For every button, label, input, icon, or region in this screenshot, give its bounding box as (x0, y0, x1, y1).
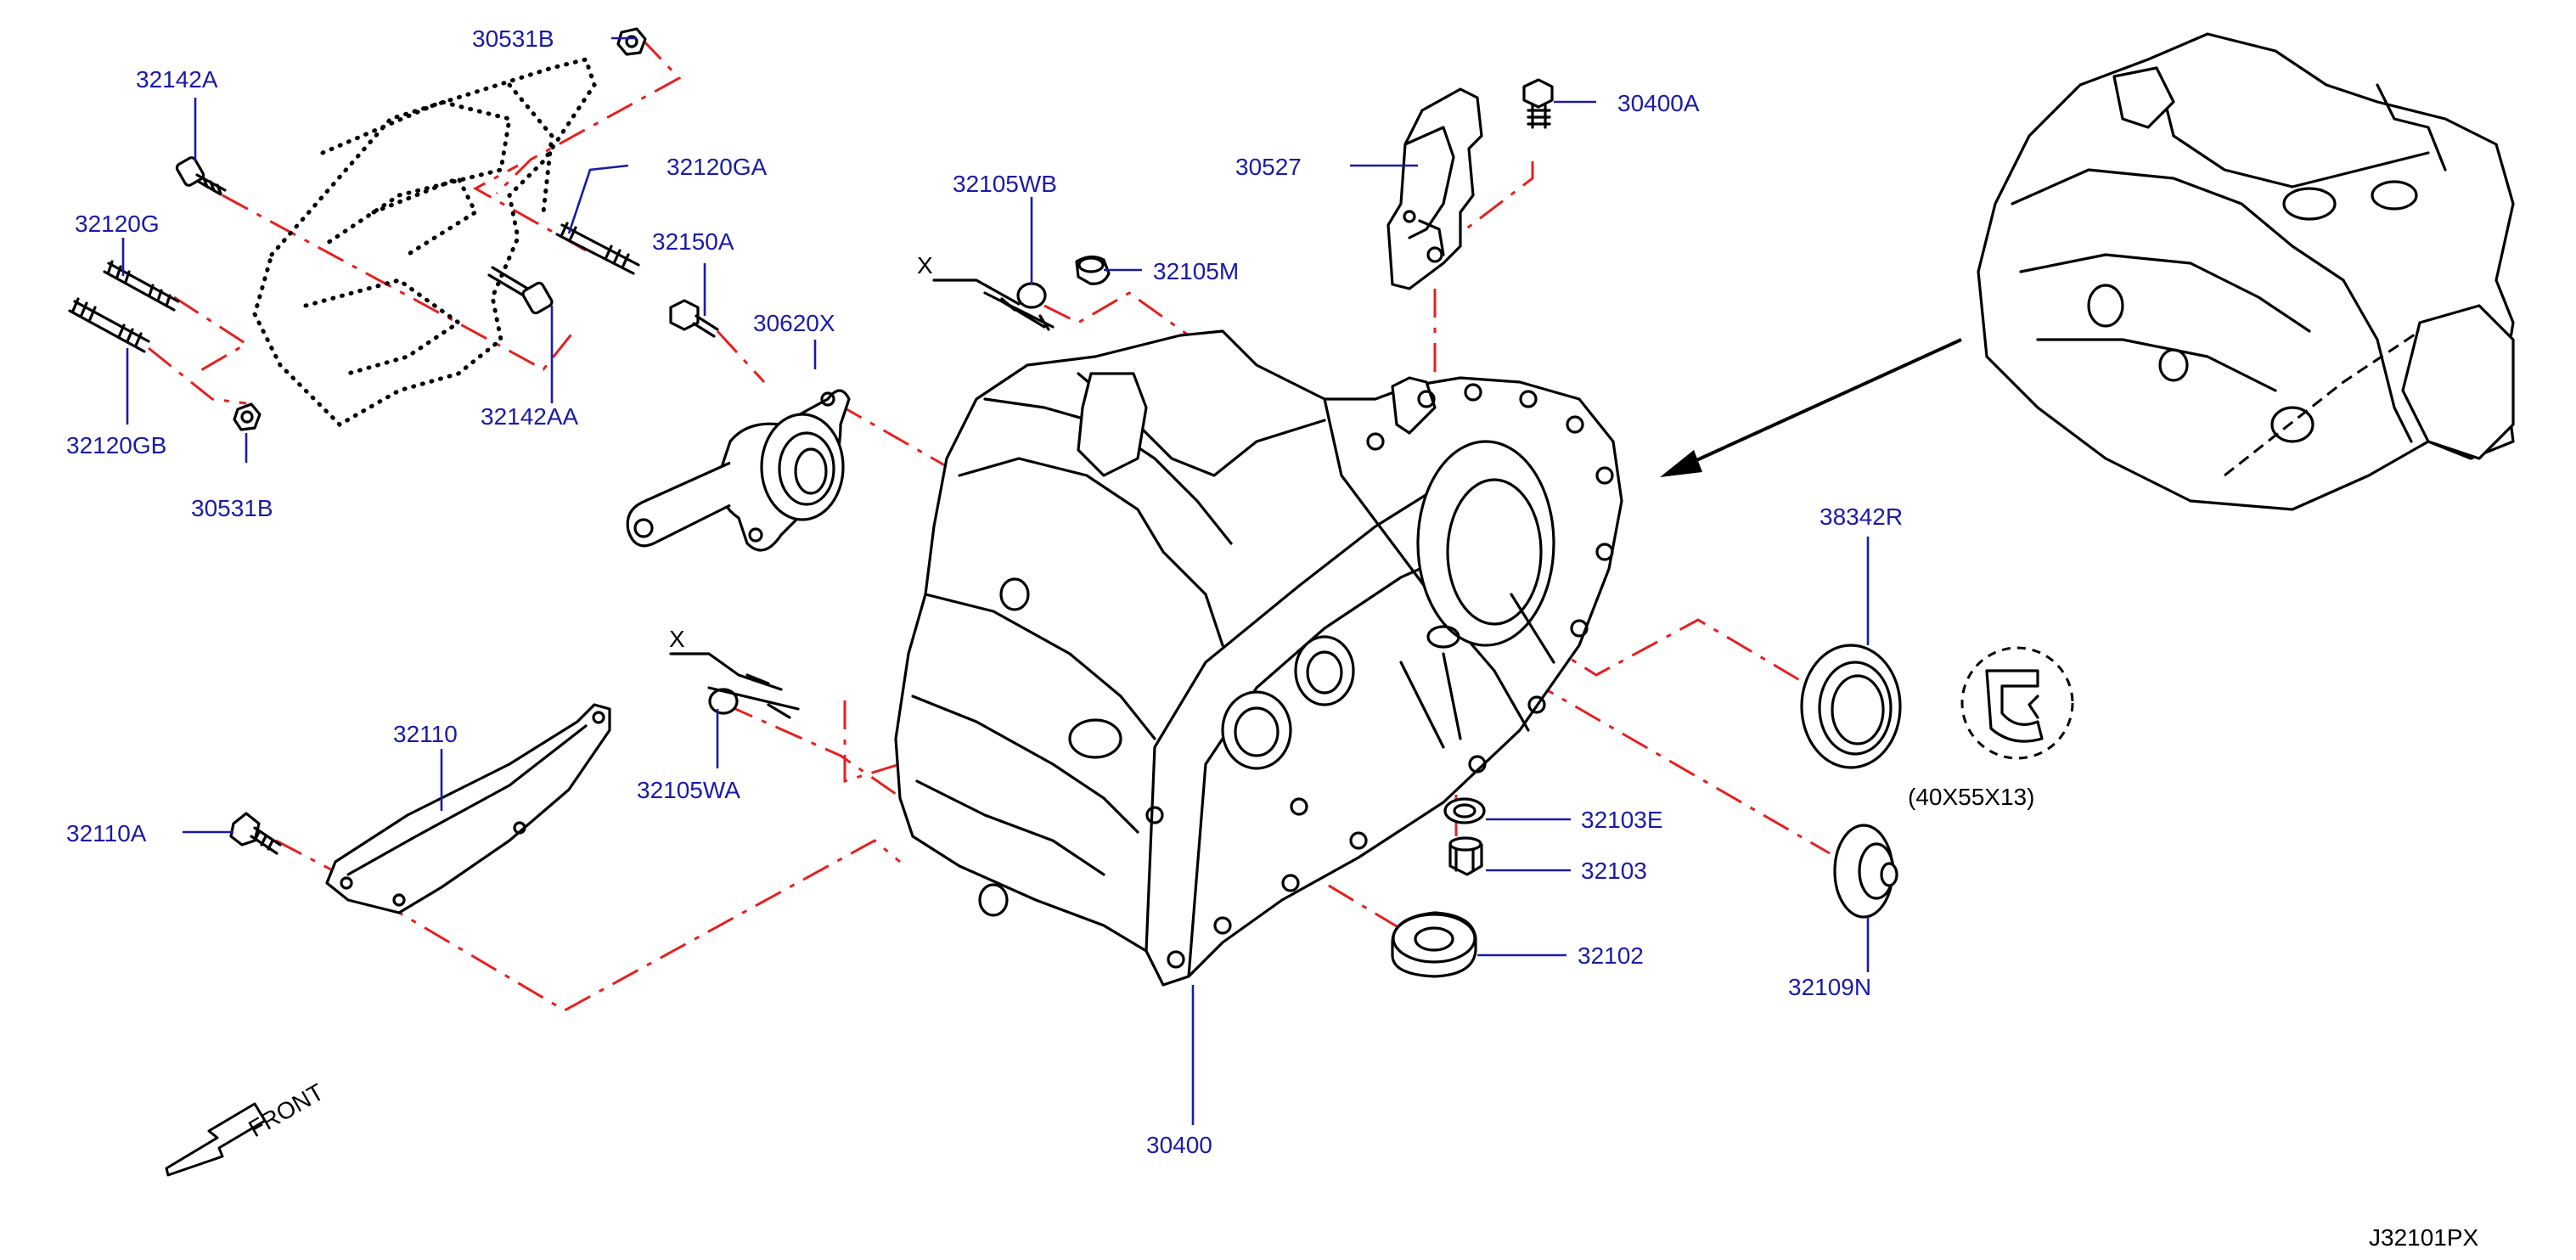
nut-30531B-bottom-art (233, 402, 262, 431)
front-direction-arrow: FRONT (165, 1078, 329, 1177)
label-30400A: 30400A (1617, 90, 1700, 116)
clutch-housing-30400-art (894, 329, 1623, 987)
bracket-30527-art (1386, 87, 1483, 290)
diagram-code: J32101PX (2369, 1224, 2479, 1251)
label-30400: 30400 (1146, 1132, 1212, 1158)
bolt-32142AA-art (487, 266, 554, 315)
label-30620X: 30620X (753, 310, 835, 336)
centerline-32110 (377, 839, 901, 1012)
centerline-32142A (222, 194, 579, 371)
seal-32102-art (1391, 911, 1477, 978)
label-38342R: 38342R (1820, 503, 1903, 530)
plug-32105M-art (1075, 255, 1111, 285)
label-32105M: 32105M (1153, 258, 1239, 284)
centerline-30531B-top (495, 37, 682, 195)
centerline-32105WB (1043, 291, 1190, 337)
label-leader-lines (121, 37, 1870, 1125)
cover-plate-32110-art (325, 703, 611, 914)
cap-32109N-art (1833, 824, 1898, 919)
washer-32103E-art (1443, 797, 1486, 824)
label-32105WA: 32105WA (637, 777, 740, 803)
bolt-32150A-art (669, 299, 719, 338)
plug-32105WA-art (669, 652, 800, 719)
label-32120G: 32120G (75, 211, 160, 237)
overview-pointer-arrow (1660, 338, 1962, 477)
centerline-32109N (1527, 678, 1831, 855)
centerline-32150A (716, 329, 766, 384)
label-32105WB: 32105WB (953, 171, 1057, 197)
bolt-32110A-art (229, 812, 282, 855)
label-32150A: 32150A (652, 228, 734, 255)
centerline-30620X (835, 402, 956, 473)
seal-cross-section-detail (1960, 646, 2074, 760)
centerline-case-side (843, 700, 901, 784)
centerline-32120GA (472, 164, 587, 252)
drain-plug-32103-art (1448, 836, 1483, 876)
label-32142AA: 32142AA (481, 403, 579, 430)
transaxle-assembly-overview (1977, 32, 2515, 511)
label-32120GB: 32120GB (66, 432, 166, 458)
seal-size-note: (40X55X13) (1908, 784, 2034, 810)
label-30527: 30527 (1235, 154, 1302, 180)
centerline-32105WA (725, 703, 897, 796)
label-32110: 32110 (393, 721, 458, 747)
label-32142A: 32142A (136, 66, 218, 93)
section-marker-x-upper: X (917, 252, 933, 278)
centerline-32120G (173, 295, 249, 375)
label-30531B-top: 30531B (472, 25, 554, 52)
label-32109N: 32109N (1788, 974, 1871, 1000)
stud-32120GA-art (555, 222, 640, 275)
stud-32120GB-art (68, 297, 150, 353)
dust-guard-dotted (252, 57, 597, 428)
plug-32105WB-art (932, 278, 1055, 331)
centerline-32120GB (148, 346, 247, 405)
nut-30531B-top-art (616, 27, 647, 56)
label-32103E: 32103E (1581, 807, 1663, 833)
label-32120GA: 32120GA (666, 154, 768, 180)
bolt-30400A-art (1522, 78, 1554, 129)
section-marker-x-lower: X (669, 626, 685, 652)
centerline-30400A (1443, 161, 1534, 248)
label-32110A: 32110A (66, 820, 147, 847)
label-32103: 32103 (1581, 858, 1647, 884)
part-number-labels: 30531B 32142A 32120G 32120GB 30531B 3212… (66, 25, 1903, 1158)
label-30531B-bottom: 30531B (191, 495, 273, 521)
slave-cylinder-30620X-art (626, 389, 851, 552)
bolt-32142A-art (175, 156, 227, 196)
stud-32120G-art (103, 260, 180, 312)
oil-seal-38342R-art (1800, 644, 1902, 769)
label-32102: 32102 (1578, 942, 1644, 969)
